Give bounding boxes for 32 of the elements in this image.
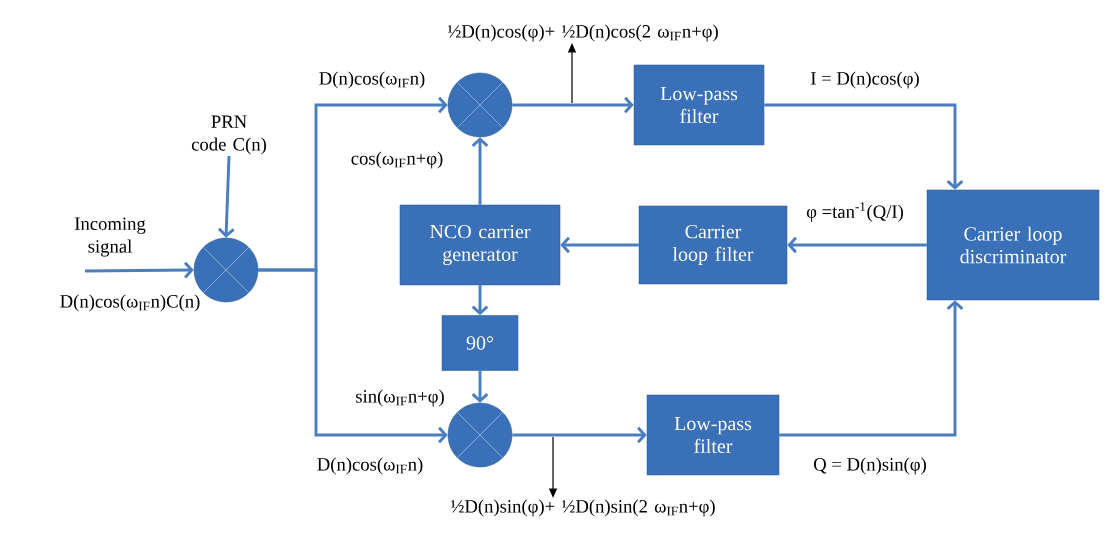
mixer-circle [447,402,513,468]
edge-label: Q = D(n)sin(φ) [814,457,926,475]
signal-text: ½D(n)sin(φ)+ ½D(n)sin(2 ω$_{IF}$n+φ) [451,499,715,517]
arrow [787,236,927,254]
process-box: 90° [441,315,519,371]
edge-label: I = D(n)cos(φ) [810,71,919,89]
mixer-circle [447,72,513,138]
edge-label: cos(ω$_{IF}$n+φ) [351,151,443,169]
signal-text: ½D(n)cos(φ)+ ½D(n)cos(2 ω$_{IF}$n+φ) [447,24,718,42]
process-box: NCO carrier generator [399,204,561,286]
arrow [85,261,194,279]
process-box: Low-pass filter [633,64,765,146]
arrow [764,103,964,190]
arrow [779,300,964,437]
edge-label: D(n)cos(ω$_{IF}$n) [317,457,423,475]
arrow [471,370,489,403]
arrow [512,96,634,114]
arrow [217,155,235,238]
process-box: Low-pass filter [646,394,780,476]
edge-label: D(n)cos(ω$_{IF}$n) [319,71,425,89]
arrow [471,285,489,316]
edge-label: sin(ω$_{IF}$n+φ) [356,389,444,407]
arrow [512,426,647,444]
process-box: Carrier loop filter [638,205,788,285]
signal-text: PRN code C(n) [191,115,267,155]
arrow [560,236,639,254]
edge-label: Incoming signal [74,217,146,257]
edge-label: φ =tan$^{-1}$(Q/I) [806,202,903,222]
arrow [258,268,448,444]
arrow [471,137,489,205]
process-box: Carrier loop discriminator [926,189,1100,301]
signal-text: D(n)cos(ω$_{IF}$n)C(n) [60,294,200,312]
